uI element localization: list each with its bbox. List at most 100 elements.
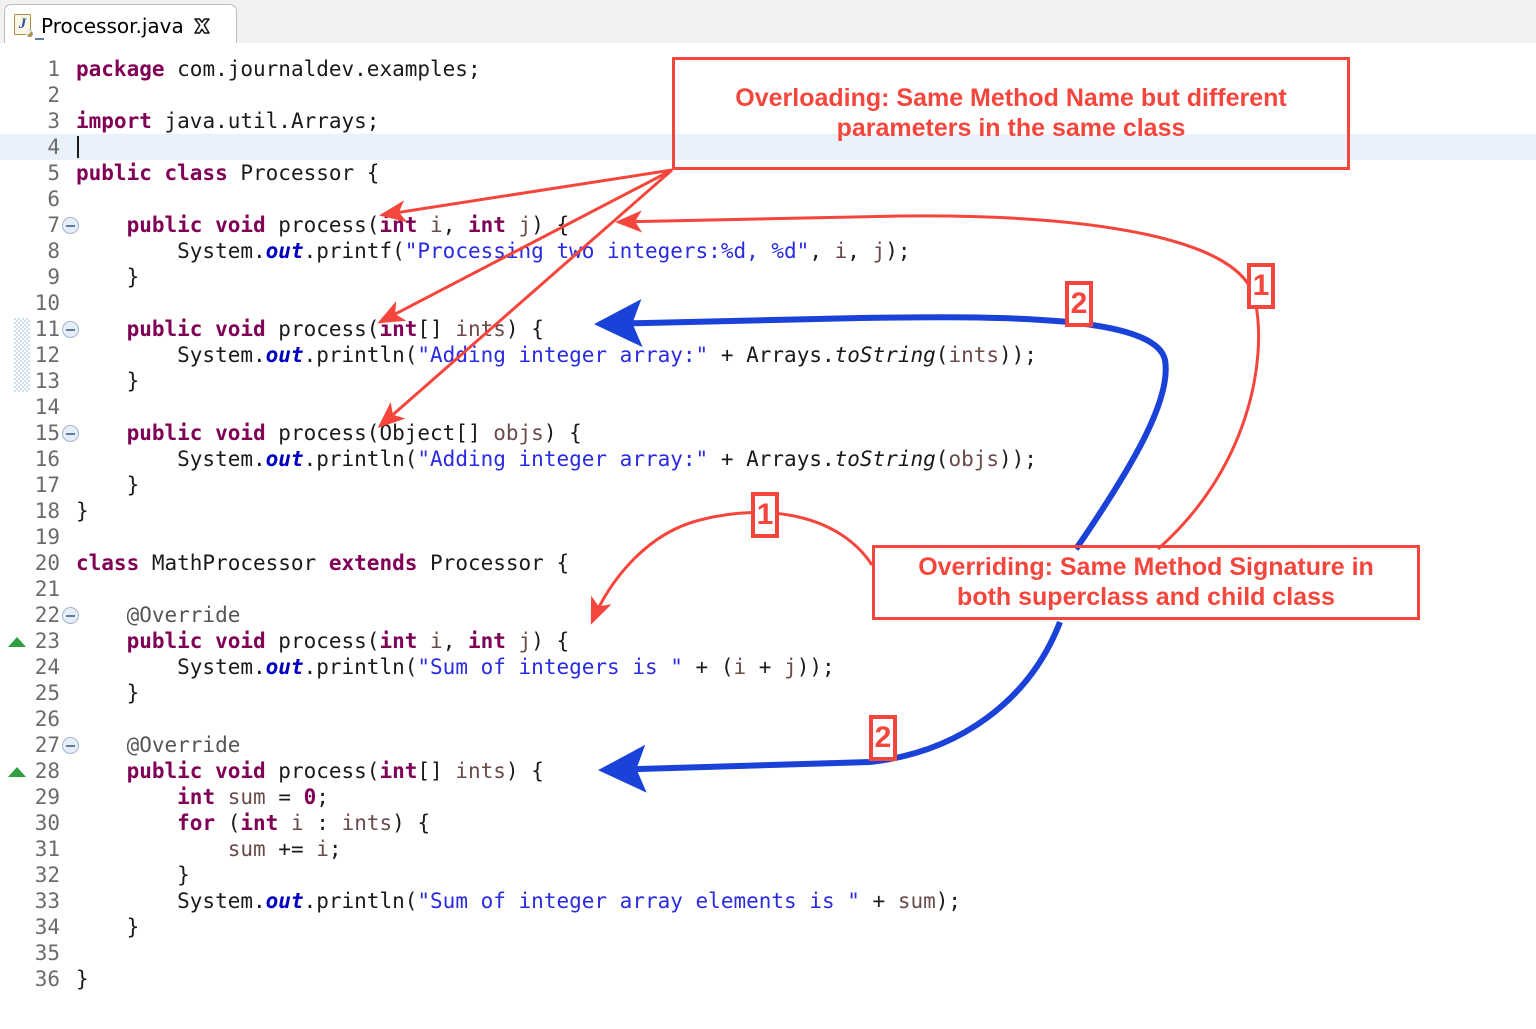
code-token: + (	[682, 655, 734, 679]
code-token: out	[265, 239, 304, 263]
code-token	[76, 213, 127, 237]
fold-collapse-icon[interactable]	[62, 607, 79, 624]
code-token: }	[76, 473, 140, 497]
code-token: com.journaldev.examples;	[177, 57, 481, 81]
line-number: 10	[34, 291, 60, 315]
code-line[interactable]: }	[76, 472, 140, 498]
code-token: System.	[76, 239, 266, 263]
code-line[interactable]: }	[76, 368, 140, 394]
line-number: 2	[47, 83, 60, 107]
line-number: 34	[34, 915, 60, 939]
code-token	[278, 811, 291, 835]
code-line[interactable]: package com.journaldev.examples;	[76, 56, 481, 82]
code-line[interactable]: }	[76, 862, 190, 888]
code-line[interactable]: public class Processor {	[76, 160, 379, 186]
code-line[interactable]	[76, 82, 89, 108]
code-line[interactable]: public void process(int[] ints) {	[76, 316, 544, 342]
code-line[interactable]: System.out.println("Sum of integers is "…	[76, 654, 835, 680]
code-token: @Override	[126, 733, 241, 757]
code-token: }	[76, 863, 190, 887]
code-token: .println(	[303, 343, 418, 367]
code-token	[76, 421, 127, 445]
code-line[interactable]: }	[76, 498, 89, 524]
fold-collapse-icon[interactable]	[62, 321, 79, 338]
code-line[interactable]: for (int i : ints) {	[76, 810, 430, 836]
code-line[interactable]: System.out.printf("Processing two intege…	[76, 238, 910, 264]
line-number: 12	[34, 343, 60, 367]
code-token: ,	[442, 629, 468, 653]
code-token: i	[430, 629, 443, 653]
code-line[interactable]: }	[76, 914, 140, 940]
close-icon[interactable]	[192, 16, 212, 36]
code-line[interactable]: class MathProcessor extends Processor {	[76, 550, 569, 576]
code-line[interactable]: System.out.println("Sum of integer array…	[76, 888, 961, 914]
code-token: j	[518, 213, 532, 237]
code-token	[76, 837, 228, 861]
code-token: .println(	[303, 889, 418, 913]
code-token: MathProcessor	[151, 551, 329, 575]
code-token: java.util.Arrays;	[164, 109, 380, 133]
line-number: 20	[34, 551, 60, 575]
line-number: 21	[34, 577, 60, 601]
code-token: class	[76, 551, 152, 575]
line-number: 32	[34, 863, 60, 887]
code-line[interactable]: sum += i;	[76, 836, 342, 862]
line-number: 18	[34, 499, 60, 523]
line-number: 19	[34, 525, 60, 549]
code-token: ));	[796, 655, 835, 679]
code-token	[506, 629, 519, 653]
code-token: objs	[493, 421, 544, 445]
code-line[interactable]: }	[76, 264, 140, 290]
code-token: ) {	[531, 629, 570, 653]
code-line[interactable]: public void process(int[] ints) {	[76, 758, 544, 784]
code-line[interactable]: }	[76, 966, 89, 992]
code-token: public void	[126, 317, 279, 341]
code-line[interactable]	[76, 394, 89, 420]
code-line[interactable]: public void process(int i, int j) {	[76, 628, 570, 654]
code-token: Processor {	[240, 161, 380, 185]
code-line[interactable]: int sum = 0;	[76, 784, 329, 810]
code-token	[76, 733, 127, 757]
code-line[interactable]: @Override	[76, 602, 241, 628]
line-number: 1	[47, 57, 60, 81]
code-line[interactable]	[76, 290, 89, 316]
code-line[interactable]: public void process(Object[] objs) {	[76, 420, 582, 446]
code-token: :	[303, 811, 342, 835]
code-line[interactable]: }	[76, 680, 140, 706]
code-token: + Arrays.	[708, 447, 835, 471]
override-marker-icon[interactable]	[8, 637, 26, 647]
editor-tab-processor-java[interactable]: J Processor.java	[4, 4, 237, 46]
code-token	[76, 629, 127, 653]
code-line[interactable]	[76, 524, 89, 550]
code-token: extends	[328, 551, 431, 575]
code-token	[76, 785, 177, 809]
code-token: process(	[278, 629, 380, 653]
code-line[interactable]: System.out.println("Adding integer array…	[76, 342, 1037, 368]
fold-collapse-icon[interactable]	[62, 425, 79, 442]
code-token: "Processing two integers:%d, %d"	[404, 239, 810, 263]
code-token: ints	[455, 759, 506, 783]
line-number: 9	[47, 265, 60, 289]
code-token: i	[834, 239, 848, 263]
code-line[interactable]	[76, 576, 89, 602]
code-line[interactable]: import java.util.Arrays;	[76, 108, 379, 134]
line-number: 16	[34, 447, 60, 471]
line-number: 26	[34, 707, 60, 731]
code-line[interactable]	[76, 940, 89, 966]
override-marker-icon[interactable]	[8, 767, 26, 777]
fold-collapse-icon[interactable]	[62, 737, 79, 754]
code-line[interactable]: System.out.println("Adding integer array…	[76, 446, 1037, 472]
code-token: ;	[328, 837, 342, 861]
code-token: (	[935, 447, 949, 471]
code-token: ));	[999, 343, 1037, 367]
code-token: ) {	[392, 811, 431, 835]
fold-collapse-icon[interactable]	[62, 217, 79, 234]
code-token: "Sum of integer array elements is "	[417, 889, 860, 913]
code-line[interactable]	[76, 706, 89, 732]
code-line[interactable]	[76, 186, 89, 212]
code-line[interactable]: @Override	[76, 732, 241, 758]
code-line[interactable]: public void process(int i, int j) {	[76, 212, 570, 238]
code-token: toString	[834, 447, 936, 471]
